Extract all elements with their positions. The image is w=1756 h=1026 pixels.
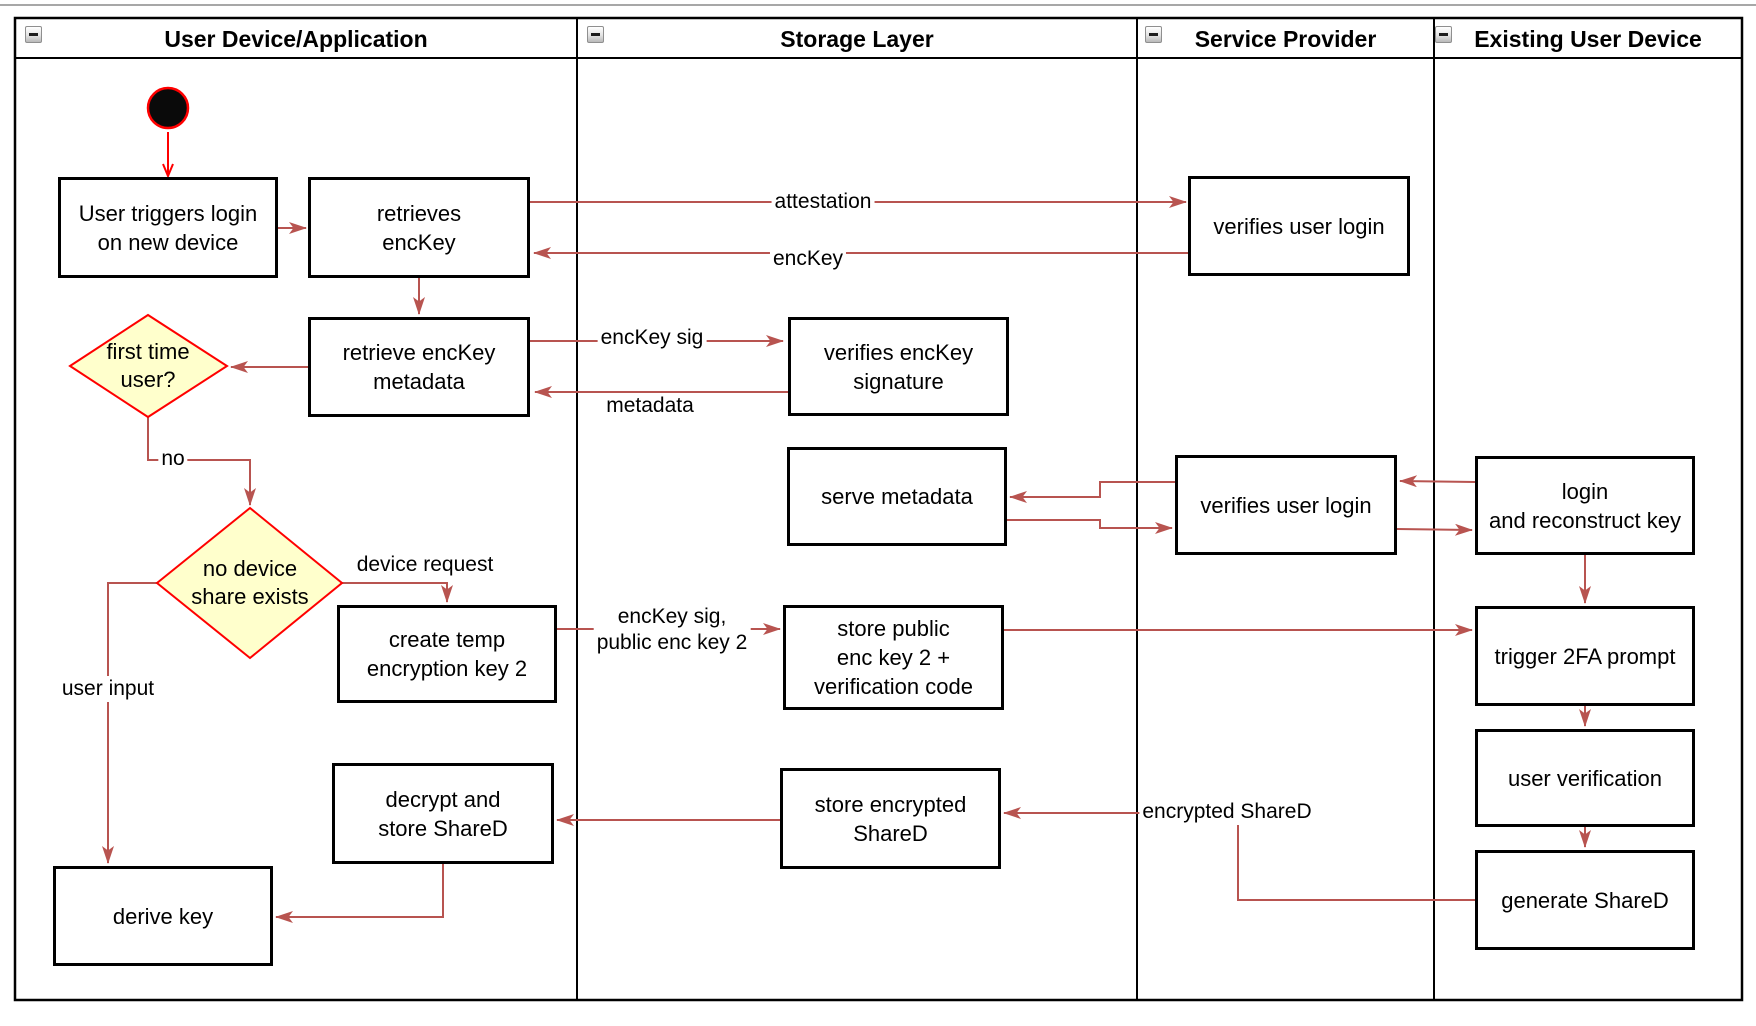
node-serve-metadata[interactable]: serve metadata [787, 447, 1007, 546]
lane-header-existing-user-device[interactable]: Existing User Device [1434, 20, 1742, 58]
edge-label-encrypted-shared[interactable]: encrypted ShareD [1139, 799, 1315, 825]
node-verifies-user-login-top[interactable]: verifies user login [1188, 176, 1410, 276]
lane-header-storage-layer[interactable]: Storage Layer [577, 20, 1137, 58]
collapse-lane-icon[interactable] [1145, 26, 1162, 43]
node-verifies-user-login-mid[interactable]: verifies user login [1175, 455, 1397, 555]
pool-border [13, 16, 1744, 1002]
edge-label-user-input[interactable]: user input [58, 676, 158, 702]
node-user-triggers-login[interactable]: User triggers login on new device [58, 177, 278, 278]
edge-device-request [342, 582, 453, 603]
edge-label-enckey-sig-public-key2[interactable]: encKey sig, public enc key 2 [593, 604, 751, 656]
decision-first-time-user[interactable]: first time user? [106, 339, 190, 392]
node-store-encrypted-shared[interactable]: store encrypted ShareD [780, 768, 1001, 869]
edge-label-enckey-sig[interactable]: encKey sig [597, 325, 707, 351]
node-retrieve-enckey-metadata[interactable]: retrieve encKey metadata [308, 317, 530, 417]
lane-title: Existing User Device [1474, 25, 1702, 52]
node-store-public-enc-key2[interactable]: store public enc key 2 + verification co… [783, 605, 1004, 710]
edge-verifieslogin-to-login [1396, 523, 1473, 536]
edge-label-attestation[interactable]: attestation [771, 189, 875, 215]
edge-verifieslogin-to-servemetadata [1009, 481, 1175, 503]
edge-label-device-request[interactable]: device request [356, 553, 494, 576]
node-retrieves-enckey[interactable]: retrieves encKey [308, 177, 530, 278]
collapse-lane-icon[interactable] [25, 26, 42, 43]
decision-no-device-share-exists[interactable]: no device share exists [191, 556, 309, 609]
lane-title: Storage Layer [780, 25, 934, 52]
collapse-lane-icon[interactable] [1435, 26, 1452, 43]
edge-no-branch [147, 417, 256, 506]
edge-label-metadata[interactable]: metadata [606, 394, 694, 417]
node-user-verification[interactable]: user verification [1475, 729, 1695, 827]
node-derive-key[interactable]: derive key [53, 866, 273, 966]
node-generate-shared[interactable]: generate ShareD [1475, 850, 1695, 950]
collapse-lane-icon[interactable] [587, 26, 604, 43]
node-trigger-2fa-prompt[interactable]: trigger 2FA prompt [1475, 606, 1695, 706]
edge-user-input [102, 582, 157, 864]
decision-no-device-share-shape[interactable] [155, 506, 344, 660]
node-create-temp-encryption-key2[interactable]: create temp encryption key 2 [337, 605, 557, 703]
edge-servemetadata-to-verifieslogin [1007, 519, 1173, 534]
lane-header-user-device[interactable]: User Device/Application [15, 20, 577, 58]
lane-title: Service Provider [1194, 25, 1377, 52]
node-verifies-enckey-signature[interactable]: verifies encKey signature [788, 317, 1009, 416]
edge-decrypt-to-derivekey [275, 864, 444, 923]
decision-first-time-user-shape[interactable] [68, 313, 229, 419]
node-decrypt-and-store-shared[interactable]: decrypt and store ShareD [332, 763, 554, 864]
edge-label-enckey[interactable]: encKey [769, 246, 847, 272]
lane-title: User Device/Application [164, 25, 428, 52]
lane-header-service-provider[interactable]: Service Provider [1137, 20, 1434, 58]
edge-login-to-verifieslogin [1399, 475, 1476, 488]
node-login-and-reconstruct-key[interactable]: login and reconstruct key [1475, 456, 1695, 555]
edge-label-no[interactable]: no [158, 446, 188, 472]
edge-encrypted-shared [1003, 807, 1475, 901]
initial-state-node[interactable] [146, 86, 190, 130]
